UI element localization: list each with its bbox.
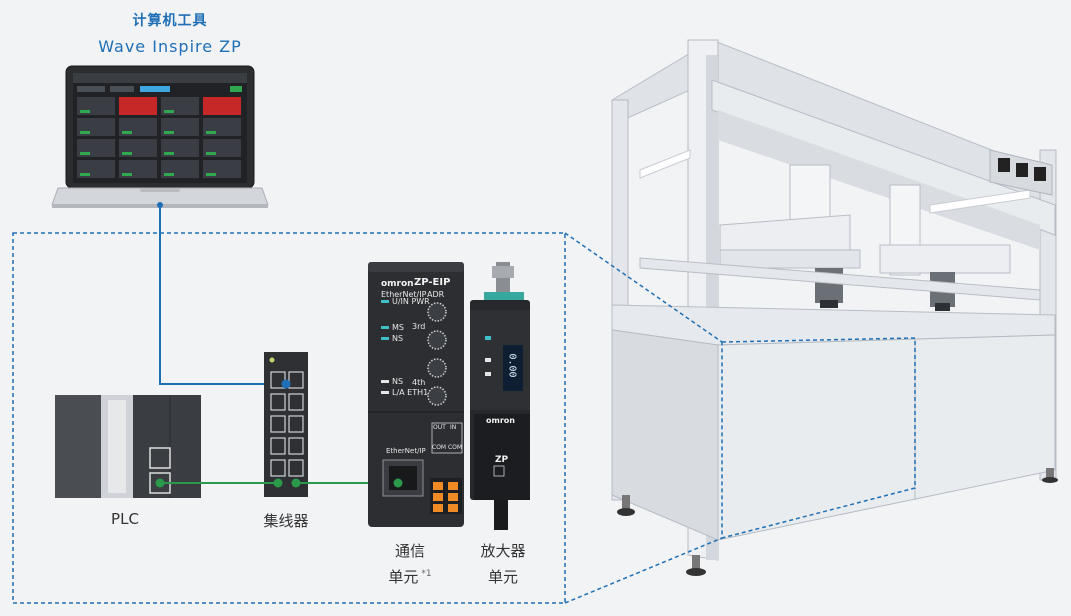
comm-ethernet-connector (393, 478, 403, 488)
usb-cable (159, 205, 286, 385)
comm-term-out-label: OUT (433, 424, 446, 431)
callout-connector-top (564, 232, 723, 343)
comm-led-eth-label: L/A ETH1 (392, 388, 429, 397)
amplifier-unit (470, 262, 530, 530)
inspection-machine (611, 39, 1058, 576)
amplifier-label-line2: 单元 (487, 568, 518, 586)
plc-device (55, 395, 201, 498)
comm-term-in-label: IN (450, 424, 457, 431)
callout-connector-bottom (564, 537, 723, 604)
amp-brand: omron (486, 416, 515, 425)
machine-callout-frame (721, 337, 916, 539)
comm-unit-label-line2: 单元*1 (380, 566, 440, 587)
hub-device (264, 352, 308, 497)
comm-dial-3rd-label: 3rd (412, 322, 426, 331)
software-name: Wave Inspire ZP (98, 37, 242, 56)
detail-callout-frame (12, 232, 566, 604)
hub-usb-connector (281, 379, 291, 389)
comm-term-com-label: COM COM (432, 444, 463, 451)
comm-dial-4th-label: 4th (412, 378, 426, 387)
laptop (51, 65, 269, 208)
comm-led-ns-status-label: NS (392, 377, 404, 386)
amplifier-label-line1: 放大器 (480, 542, 526, 560)
comm-port-label: EtherNet/IP (386, 447, 426, 455)
comm-adr-label: ADR (427, 290, 445, 299)
comm-led-ms-label: MS (392, 323, 404, 332)
comm-brand: omron (381, 279, 414, 289)
amp-display-value: 0.00 (506, 353, 518, 378)
communication-unit (368, 262, 464, 527)
comm-unit-footnote: *1 (421, 569, 432, 579)
comm-led-ns-label: NS (392, 334, 404, 343)
software-title: 计算机工具 (132, 13, 208, 29)
amp-model: ZP (495, 455, 509, 465)
comm-model: ZP-EIP (414, 277, 451, 288)
comm-unit-label-text: 单元 (388, 568, 419, 586)
hub-label: 集线器 (263, 512, 309, 530)
comm-led-pwr-label: U/IN PWR (392, 297, 430, 306)
plc-label: PLC (111, 510, 139, 528)
comm-protocol-label: EtherNet/IP (381, 290, 427, 299)
comm-unit-label-line1: 通信 (394, 542, 425, 560)
